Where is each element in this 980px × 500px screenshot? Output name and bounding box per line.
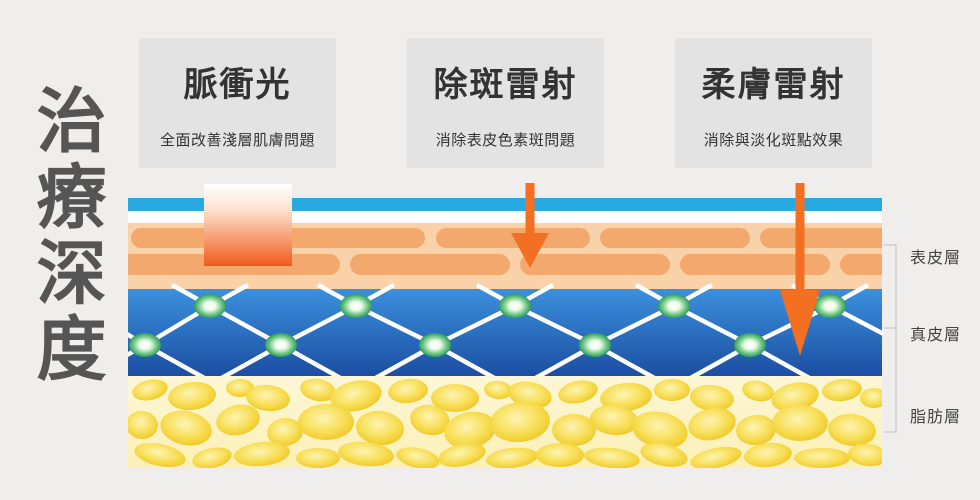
fat-cell [654,379,690,401]
fat-cell [330,380,382,412]
layer-label-epidermis: 表皮層 [910,248,962,267]
epidermis-cell [520,254,670,275]
fat-cell [771,382,819,412]
page-title: 治療深度 [25,84,107,388]
fat-cell [296,448,340,468]
fat-cell [744,442,792,468]
fat-cell [632,411,688,449]
fat-cell [552,414,596,446]
treatment-name: 脈衝光 [183,65,292,105]
treatment-description: 全面改善淺層肌膚問題 [159,131,315,149]
fat-cell [536,443,584,467]
soft-laser-depth-arrow [780,183,820,356]
bracket-line [884,244,897,433]
collagen-node [419,333,451,357]
skin-surface-band [128,198,882,211]
fat-cell [132,379,168,401]
fat-cell [396,447,440,468]
fat-cell [828,413,876,447]
layer-bracket [884,244,897,433]
fat-cell [484,380,512,400]
fat-cell [822,378,862,402]
collagen-node [734,333,766,357]
treatment-description: 消除表皮色素斑問題 [435,131,576,149]
fat-cell [688,407,736,441]
fat-cell [558,380,598,404]
fat-cell [356,410,404,446]
fat-cell [410,404,450,436]
fat-cell [772,405,828,441]
treatment-name: 柔膚雷射 [701,65,846,105]
fat-cell [742,380,774,402]
fat-cell [848,443,882,467]
fat-cell [438,443,486,467]
fat-cell [860,388,882,408]
epidermis-cell [840,254,882,275]
layer-label-dermis: 真皮層 [910,325,962,344]
collagen-node [814,294,846,318]
epidermis-cell [680,254,830,275]
epidermis-cell [350,254,510,275]
collagen-node [194,294,226,318]
treatment-card-ipl: 脈衝光 全面改善淺層肌膚問題 [139,38,336,168]
fat-cell [431,384,479,412]
skin-surface-highlight [128,211,882,223]
fat-cell [736,414,776,446]
fat-cell [226,379,254,397]
fat-cell [192,447,232,468]
collagen-node [658,294,690,318]
dermis-layer [128,283,882,387]
epidermis-cell [600,228,750,248]
skin-cross-section [128,198,882,468]
epidermis-cell [436,228,590,248]
arrow-shaft [525,183,535,235]
layer-label-fat: 脂肪層 [910,407,962,426]
collagen-node [499,294,531,318]
fat-cell [246,384,290,412]
fat-cell [508,381,552,409]
fat-cell [794,448,850,468]
fat-cell [584,447,640,468]
collagen-node [129,333,161,357]
treatment-description: 消除與淡化斑點效果 [703,131,844,149]
ipl-depth-block [204,184,292,266]
epidermis-cell [760,228,882,248]
collagen-node [579,333,611,357]
fat-cell [160,410,212,446]
treatment-card-soft-laser: 柔膚雷射 消除與淡化斑點效果 [675,38,872,168]
fat-cells [128,378,882,468]
fat-cell [600,382,652,412]
treatment-name: 除斑雷射 [433,65,578,105]
fat-cell [338,441,394,467]
down-arrow-icon [511,233,549,268]
fat-cell [168,381,216,411]
fat-cell [267,417,303,447]
fat-cell [216,404,260,436]
fat-cell [640,443,688,467]
fat-cell [444,411,496,449]
fat-cell [300,378,336,402]
fat-cell [128,410,158,440]
fat-cell [234,441,290,467]
arrow-shaft [795,183,805,293]
fat-cell [486,447,538,468]
collagen-node [265,333,297,357]
fat-cell [298,404,354,440]
treatment-card-spot-laser: 除斑雷射 消除表皮色素斑問題 [407,38,604,168]
collagen-nodes [129,294,846,357]
fat-cell [388,378,428,404]
fat-cell [690,384,734,412]
down-arrow-icon [780,290,820,356]
spot-laser-depth-arrow [511,183,549,268]
collagen-node [340,294,372,318]
fat-layer [128,376,882,468]
fat-cell [134,442,186,468]
fat-cell [490,401,550,443]
fat-cell [690,446,742,468]
fat-cell [590,404,638,436]
